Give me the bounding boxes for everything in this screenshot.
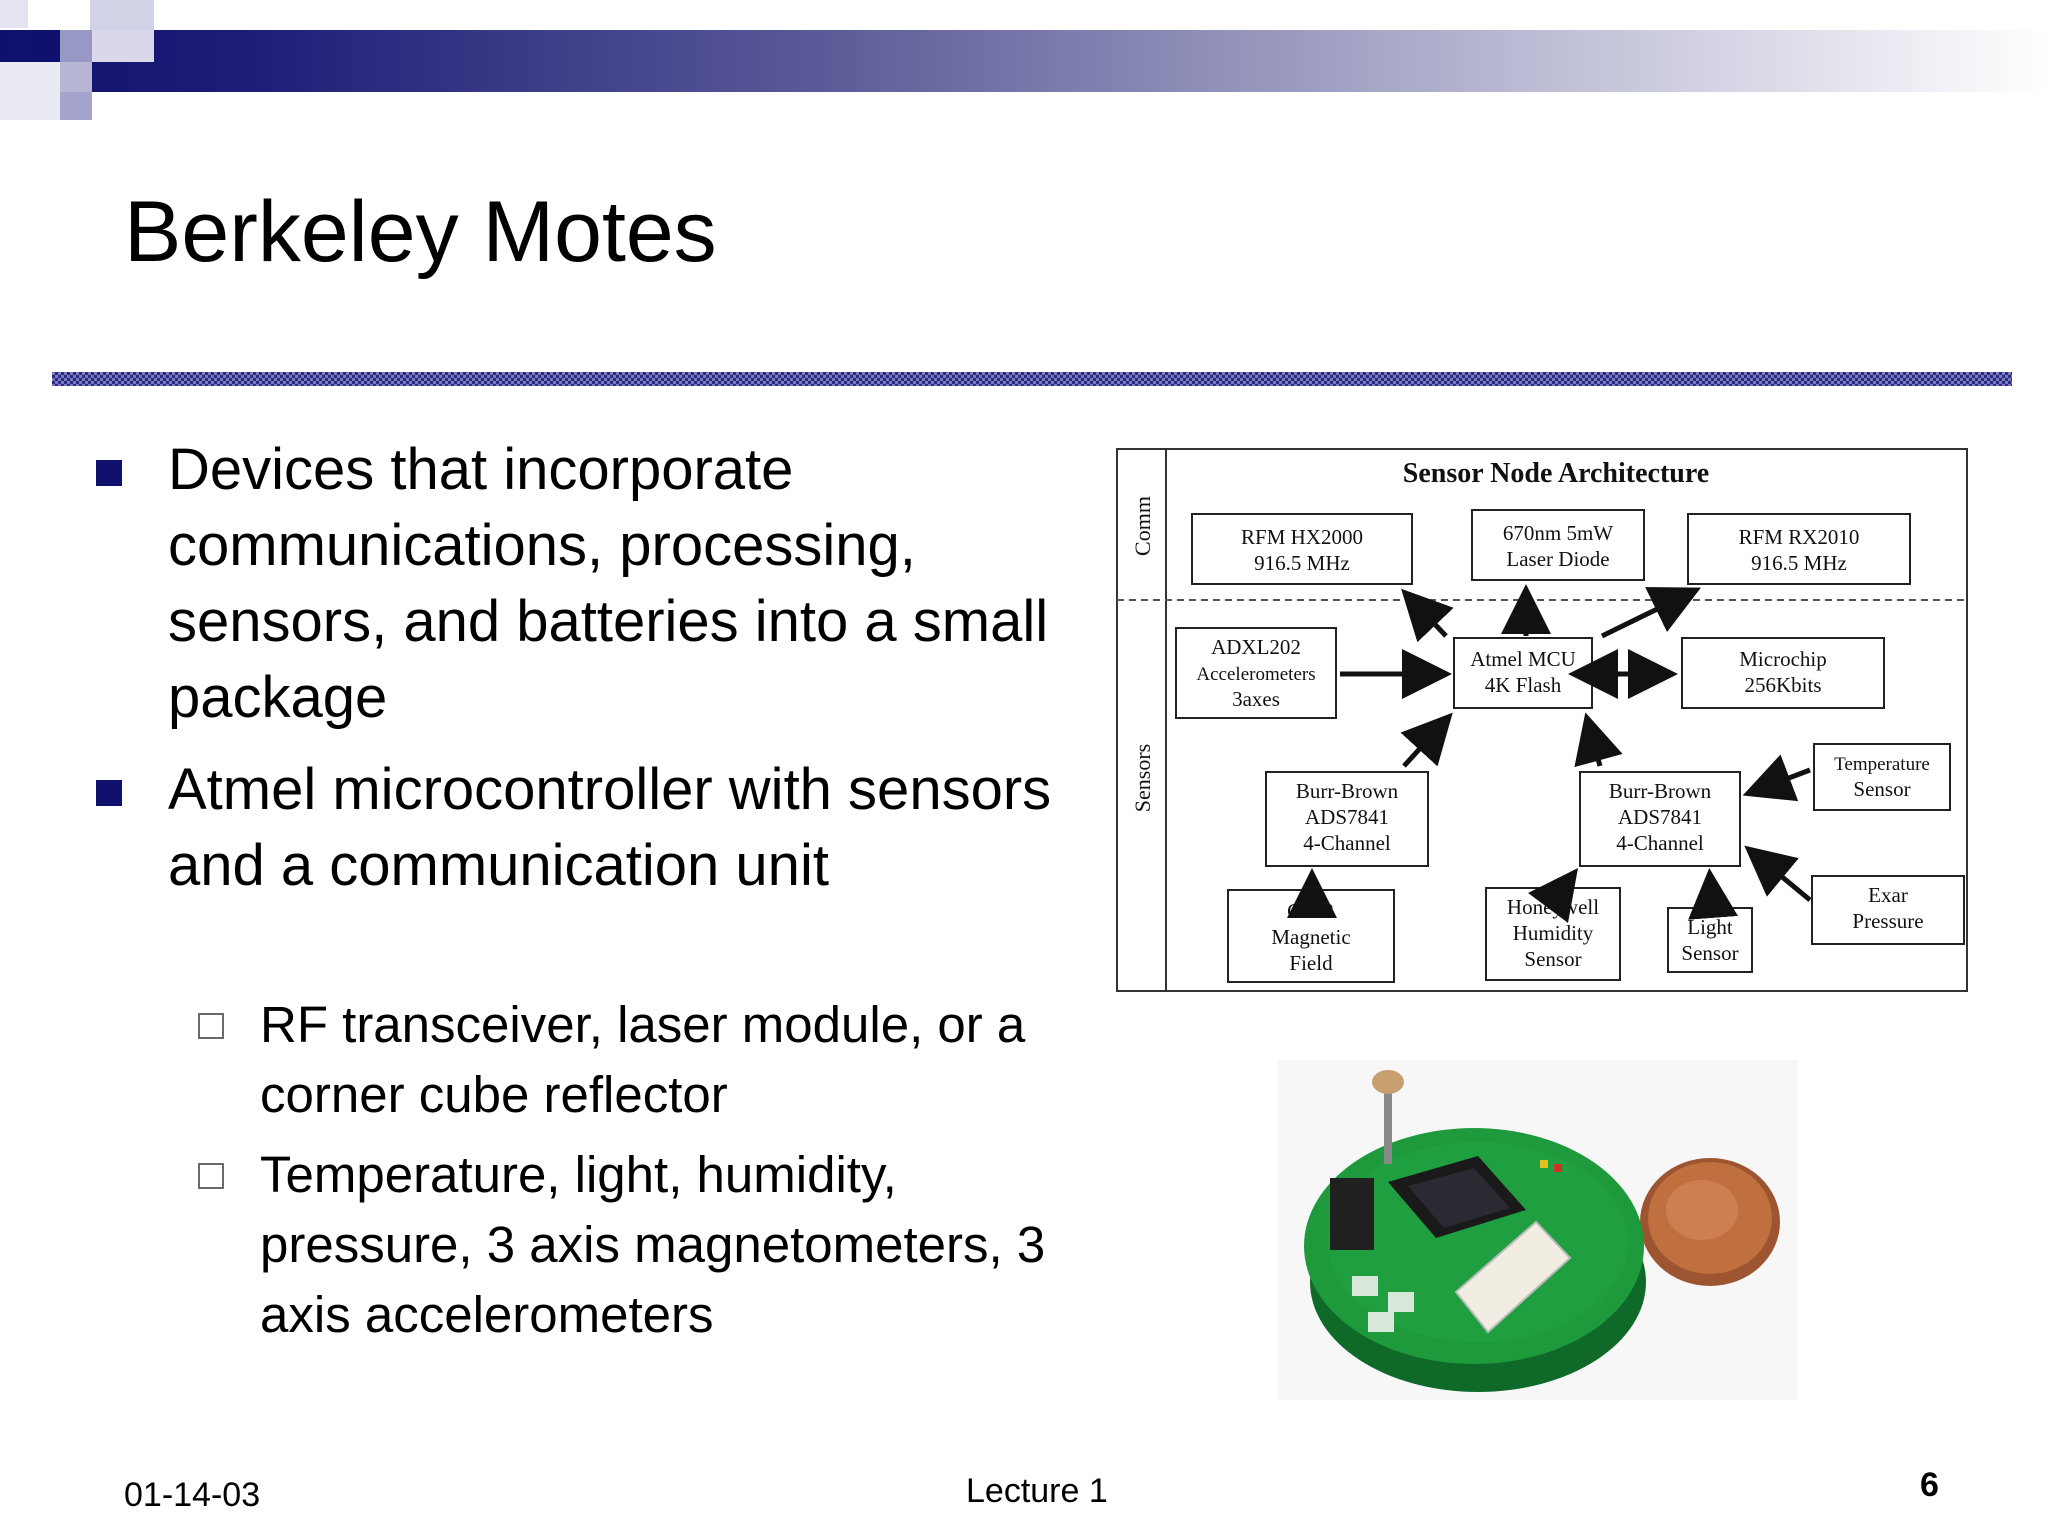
footer-lecture: Lecture 1 bbox=[966, 1472, 1108, 1510]
svg-text:670nm 5mW: 670nm 5mW bbox=[1503, 521, 1613, 545]
header-decor-square bbox=[60, 30, 92, 62]
sub-bullet-text: Temperature, light, humidity, pressure, … bbox=[260, 1146, 1046, 1343]
svg-text:Temperature: Temperature bbox=[1834, 754, 1930, 775]
diagram-title: Sensor Node Architecture bbox=[1403, 458, 1709, 489]
box-gmr: GMR Magnetic Field bbox=[1227, 889, 1395, 983]
row-label-sensors: Sensors bbox=[1130, 744, 1155, 812]
penny-image bbox=[1640, 1158, 1780, 1286]
arrow-mcu-to-rx2010 bbox=[1600, 587, 1701, 639]
svg-text:Accelerometers: Accelerometers bbox=[1196, 664, 1315, 685]
diagram-arrows bbox=[1287, 584, 1812, 923]
svg-text:Burr-Brown: Burr-Brown bbox=[1609, 779, 1712, 803]
svg-text:916.5 MHz: 916.5 MHz bbox=[1254, 551, 1350, 575]
svg-text:RFM HX2000: RFM HX2000 bbox=[1241, 525, 1363, 549]
svg-text:4K Flash: 4K Flash bbox=[1485, 673, 1562, 697]
svg-text:ADS7841: ADS7841 bbox=[1305, 805, 1389, 829]
svg-text:RFM RX2010: RFM RX2010 bbox=[1739, 525, 1860, 549]
mote-board-image bbox=[1304, 1070, 1646, 1392]
svg-text:Sensor: Sensor bbox=[1524, 947, 1581, 971]
header-decor-square bbox=[0, 0, 28, 28]
svg-text:Atmel MCU: Atmel MCU bbox=[1470, 647, 1576, 671]
svg-text:3axes: 3axes bbox=[1232, 687, 1280, 711]
arrow-temp-to-bbright bbox=[1742, 754, 1811, 802]
box-adxl202: ADXL202 Accelerometers 3axes bbox=[1175, 627, 1337, 719]
box-ext-pressure: Exar Pressure bbox=[1811, 875, 1965, 945]
svg-text:Microchip: Microchip bbox=[1739, 647, 1826, 671]
header-decor-square bbox=[90, 0, 154, 30]
arrow-mcu-to-hx2000 bbox=[1401, 588, 1454, 643]
svg-text:Laser Diode: Laser Diode bbox=[1506, 547, 1609, 571]
svg-text:GMR: GMR bbox=[1287, 899, 1335, 923]
svg-text:4-Channel: 4-Channel bbox=[1303, 831, 1391, 855]
svg-text:Light: Light bbox=[1687, 915, 1733, 939]
svg-text:ADS7841: ADS7841 bbox=[1618, 805, 1702, 829]
svg-text:Humidity: Humidity bbox=[1513, 921, 1594, 945]
arrow-bbleft-to-mcu bbox=[1400, 712, 1453, 768]
header-decor-square bbox=[92, 30, 154, 62]
title-divider bbox=[52, 372, 2012, 386]
svg-text:Magnetic: Magnetic bbox=[1271, 925, 1350, 949]
svg-text:Honeywell: Honeywell bbox=[1507, 895, 1599, 919]
bullet-item: Atmel microcontroller with sensors and a… bbox=[96, 752, 1088, 904]
box-microchip: Microchip 256Kbits bbox=[1681, 637, 1885, 709]
svg-text:Sensor: Sensor bbox=[1681, 941, 1738, 965]
box-temperature-sensor: Temperature Sensor bbox=[1813, 743, 1951, 811]
box-burr-brown-left: Burr-Brown ADS7841 4-Channel bbox=[1265, 771, 1429, 867]
footer-date: 01-14-03 bbox=[124, 1476, 261, 1514]
svg-text:Burr-Brown: Burr-Brown bbox=[1296, 779, 1399, 803]
svg-text:256Kbits: 256Kbits bbox=[1744, 673, 1821, 697]
header-decor-square bbox=[60, 92, 92, 120]
svg-text:916.5 MHz: 916.5 MHz bbox=[1751, 551, 1847, 575]
box-laser-diode: 670nm 5mW Laser Diode bbox=[1471, 509, 1645, 581]
svg-text:ADXL202: ADXL202 bbox=[1211, 635, 1301, 659]
arrow-honeywell-to-bbright bbox=[1528, 868, 1578, 923]
svg-text:Sensor: Sensor bbox=[1853, 777, 1910, 801]
mote-photo bbox=[1278, 1060, 1798, 1400]
box-atmel-mcu: Atmel MCU 4K Flash bbox=[1453, 637, 1593, 709]
box-rfm-hx2000: RFM HX2000 916.5 MHz bbox=[1191, 513, 1413, 585]
svg-text:Exar: Exar bbox=[1868, 883, 1908, 907]
slide-title: Berkeley Motes bbox=[124, 184, 717, 280]
hollow-square-bullet-icon bbox=[198, 1163, 224, 1189]
box-honeywell: Honeywell Humidity Sensor bbox=[1485, 887, 1621, 981]
sensor-node-architecture-diagram: Sensor Node Architecture Comm Sensors RF… bbox=[1116, 448, 1968, 992]
hollow-square-bullet-icon bbox=[198, 1013, 224, 1039]
svg-text:Field: Field bbox=[1289, 951, 1333, 975]
sub-bullet-item: RF transceiver, laser module, or a corne… bbox=[198, 990, 1090, 1130]
box-rfm-rx2010: RFM RX2010 916.5 MHz bbox=[1687, 513, 1911, 585]
arrow-bbright-to-mcu bbox=[1574, 712, 1623, 768]
header-decor-square bbox=[60, 62, 92, 92]
svg-text:Pressure: Pressure bbox=[1852, 909, 1923, 933]
box-light-sensor: Light Sensor bbox=[1667, 907, 1753, 973]
bullet-text: Devices that incorporate communications,… bbox=[168, 437, 1049, 730]
bullet-text: Atmel microcontroller with sensors and a… bbox=[168, 757, 1052, 898]
header-decor-square bbox=[28, 30, 60, 62]
sub-bullet-item: Temperature, light, humidity, pressure, … bbox=[198, 1140, 1090, 1350]
box-burr-brown-right: Burr-Brown ADS7841 4-Channel bbox=[1579, 771, 1741, 867]
arrow-light-to-bbright bbox=[1688, 868, 1738, 920]
sub-bullet-text: RF transceiver, laser module, or a corne… bbox=[260, 996, 1026, 1123]
svg-text:4-Channel: 4-Channel bbox=[1616, 831, 1704, 855]
bullet-square-icon bbox=[96, 460, 122, 486]
arrow-pressure-to-bbright bbox=[1744, 845, 1812, 902]
page-number: 6 bbox=[1920, 1466, 1939, 1504]
header-decor-square bbox=[0, 62, 60, 120]
bullet-item: Devices that incorporate communications,… bbox=[96, 432, 1088, 736]
bullet-square-icon bbox=[96, 780, 122, 806]
row-label-comm: Comm bbox=[1130, 496, 1155, 556]
header-gradient-bar bbox=[0, 30, 2048, 92]
